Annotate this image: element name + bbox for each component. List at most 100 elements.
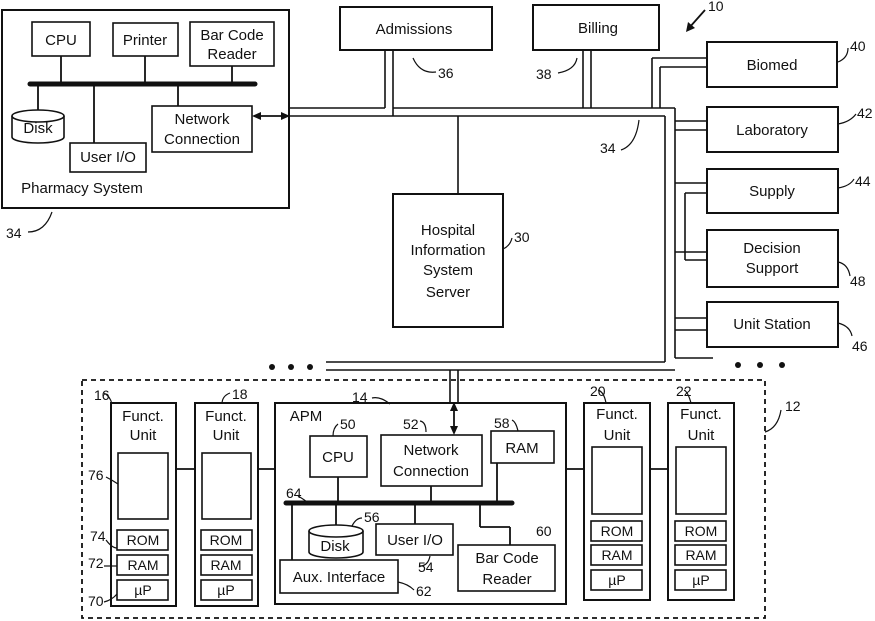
server-line-3: System — [423, 262, 473, 279]
funct-unit-22-display — [676, 447, 726, 514]
pharmacy-ref-leader — [28, 212, 52, 232]
funct-unit-16-display — [118, 453, 168, 519]
apm-aux-label: Aux. Interface — [293, 569, 386, 586]
billing-label: Billing — [578, 20, 618, 37]
funct-unit-18-rom: ROM — [210, 532, 243, 548]
decision-support-box: Decision Support — [707, 230, 838, 287]
laboratory-ref: 42 — [857, 105, 873, 121]
funct-unit-20-display — [592, 447, 642, 514]
apm-network-label-2: Connection — [393, 463, 469, 480]
admissions-box: Admissions — [340, 7, 492, 50]
admissions-label: Admissions — [376, 21, 453, 38]
decision-label-2: Support — [746, 260, 799, 277]
funct-unit-18-line1: Funct. — [205, 408, 247, 425]
server-line-1: Hospital — [421, 222, 475, 239]
decision-ref: 48 — [850, 273, 866, 289]
apm-disk: Disk — [309, 525, 363, 558]
network-ref: 34 — [600, 140, 616, 156]
apm-barcode-ref: 60 — [536, 523, 552, 539]
pharmacy-disk-label: Disk — [23, 120, 53, 137]
pharmacy-title: Pharmacy System — [21, 180, 143, 197]
pharmacy-network-label-1: Network — [174, 111, 230, 128]
apm-cpu-ref: 50 — [340, 416, 356, 432]
funct-unit-22-rom: ROM — [685, 523, 718, 539]
patient-group-ref: 12 — [785, 398, 801, 414]
pharmacy-network-label-2: Connection — [164, 131, 240, 148]
pharmacy-barcode-label-2: Reader — [207, 46, 256, 63]
billing-ref: 38 — [536, 66, 552, 82]
funct-unit-18-display — [202, 453, 251, 519]
apm-ram-label: RAM — [505, 440, 538, 457]
ellipsis-right — [735, 362, 785, 368]
system-ref-arrow — [686, 10, 705, 32]
funct-unit-20-ram: RAM — [601, 547, 632, 563]
supply-label: Supply — [749, 183, 795, 200]
billing-box: Billing — [533, 5, 659, 50]
funct-unit-20: Funct. Unit ROM RAM µP — [584, 403, 650, 600]
apm-userio-label: User I/O — [387, 532, 443, 549]
pharmacy-printer-label: Printer — [123, 32, 167, 49]
apm-disk-ref: 56 — [364, 509, 380, 525]
funct-unit-16-ram: RAM — [127, 557, 158, 573]
laboratory-box: Laboratory — [707, 107, 838, 152]
apm-disk-label: Disk — [320, 538, 350, 555]
funct-unit-16: Funct. Unit ROM RAM µP — [111, 403, 176, 606]
apm-cpu-label: CPU — [322, 449, 354, 466]
his-server-box: Hospital Information System Server — [393, 194, 503, 327]
funct-unit-16-up: µP — [134, 582, 151, 598]
ref-70: 70 — [88, 593, 104, 609]
biomed-ref: 40 — [850, 38, 866, 54]
funct-unit-16-line2: Unit — [130, 427, 158, 444]
ref-76: 76 — [88, 467, 104, 483]
funct-unit-22-ram: RAM — [685, 547, 716, 563]
funct-unit-22: Funct. Unit ROM RAM µP — [668, 403, 734, 600]
admissions-ref: 36 — [438, 65, 454, 81]
funct-unit-16-rom: ROM — [127, 532, 160, 548]
funct-unit-20-line2: Unit — [604, 427, 632, 444]
server-ref: 30 — [514, 229, 530, 245]
pharmacy-system: CPU Printer Bar Code Reader Disk User I/… — [2, 10, 290, 208]
apm-barcode-label-1: Bar Code — [475, 550, 538, 567]
pharmacy-disk: Disk — [12, 110, 64, 143]
funct-unit-18-line2: Unit — [213, 427, 241, 444]
funct-unit-20-ref: 20 — [590, 383, 606, 399]
funct-unit-20-up: µP — [608, 572, 625, 588]
pharmacy-barcode-label-1: Bar Code — [200, 27, 263, 44]
funct-unit-18: Funct. Unit ROM RAM µP — [195, 403, 258, 606]
ref-74: 74 — [90, 528, 106, 544]
server-line-4: Server — [426, 284, 470, 301]
ref-72: 72 — [88, 555, 104, 571]
unit-station-ref: 46 — [852, 338, 868, 354]
unit-station-box: Unit Station — [707, 302, 838, 347]
pharmacy-ref: 34 — [6, 225, 22, 241]
apm-bus-ref: 64 — [286, 485, 302, 501]
unit-station-label: Unit Station — [733, 316, 811, 333]
ellipsis-left — [269, 364, 313, 370]
supply-box: Supply — [707, 169, 838, 213]
apm-title: APM — [290, 408, 323, 425]
funct-unit-16-line1: Funct. — [122, 408, 164, 425]
apm-aux-ref: 62 — [416, 583, 432, 599]
apm-ref: 14 — [352, 389, 368, 405]
funct-unit-20-line1: Funct. — [596, 406, 638, 423]
department-lines — [652, 58, 707, 330]
apm-userio-ref: 54 — [418, 559, 434, 575]
funct-unit-18-ref: 18 — [232, 386, 248, 402]
funct-unit-22-line1: Funct. — [680, 406, 722, 423]
funct-unit-18-up: µP — [217, 582, 234, 598]
biomed-label: Biomed — [747, 57, 798, 74]
pharmacy-userio-label: User I/O — [80, 149, 136, 166]
apm-barcode-label-2: Reader — [482, 571, 531, 588]
server-line-2: Information — [410, 242, 485, 259]
supply-ref: 44 — [855, 173, 871, 189]
biomed-box: Biomed — [707, 42, 837, 87]
funct-unit-22-line2: Unit — [688, 427, 716, 444]
funct-unit-18-ram: RAM — [210, 557, 241, 573]
funct-unit-16-ref: 16 — [94, 387, 110, 403]
apm-network-ref: 52 — [403, 416, 419, 432]
system-ref: 10 — [708, 0, 724, 14]
funct-unit-22-ref: 22 — [676, 383, 692, 399]
apm-network-label-1: Network — [403, 442, 459, 459]
laboratory-label: Laboratory — [736, 122, 808, 139]
